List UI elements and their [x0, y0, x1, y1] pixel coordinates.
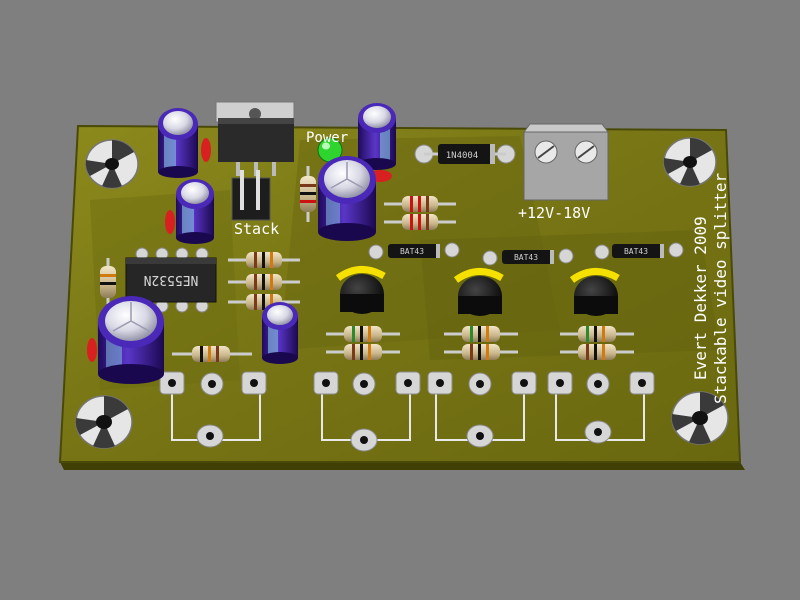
signal-diodes: [368, 242, 684, 266]
resistor: [228, 274, 300, 290]
diode-marking: BAT43: [514, 253, 538, 262]
mounting-hole-icon: [671, 391, 729, 445]
mounting-hole-icon: [75, 395, 133, 449]
voltage-regulator: [215, 101, 295, 176]
resistor: [300, 166, 316, 222]
electrolytic-capacitor: [176, 179, 214, 244]
diode-marking: BAT43: [400, 247, 424, 256]
resistor: [384, 214, 456, 230]
transistor: [569, 268, 620, 316]
electrolytic-capacitor: [262, 302, 298, 364]
signal-diode: [594, 242, 684, 260]
voltage-label: +12V-18V: [518, 204, 590, 222]
board-title-label: Stackable video splitter: [711, 172, 730, 404]
resistor: [560, 326, 634, 342]
transistors: [335, 266, 620, 316]
resistor: [444, 344, 518, 360]
signal-diode: [482, 248, 574, 266]
resistor: [384, 196, 456, 212]
electrolytic-capacitors: [98, 103, 396, 384]
screw-icon: [574, 140, 598, 164]
resistors: [100, 166, 634, 362]
opamp-marking: NE5532N: [144, 272, 199, 287]
resistor: [326, 326, 400, 342]
rectifier-diode: [414, 144, 516, 164]
stack-header: [231, 170, 271, 221]
electrolytic-capacitor: [318, 156, 376, 241]
resistor: [560, 344, 634, 360]
terminal-block: [523, 123, 609, 201]
ceramic-capacitors: [87, 138, 392, 362]
transistor: [335, 266, 386, 314]
electrolytic-capacitor: [358, 103, 396, 170]
screw-icon: [534, 140, 558, 164]
power-label: Power: [306, 130, 348, 146]
signal-diode: [368, 242, 460, 260]
electrolytic-capacitor: [158, 108, 198, 178]
resistor: [100, 258, 116, 304]
transistor: [453, 268, 504, 316]
diode-marking: BAT43: [624, 247, 648, 256]
electrolytic-capacitor: [98, 296, 164, 384]
rectifier-marking: 1N4004: [446, 151, 479, 161]
resistor: [172, 346, 252, 362]
rca-connector-pads: [159, 371, 655, 452]
stack-label: Stack: [234, 220, 279, 238]
resistor: [228, 252, 300, 268]
mounting-hole-icon: [85, 139, 139, 189]
author-label: Evert Dekker 2009: [691, 216, 710, 380]
resistor: [326, 344, 400, 360]
resistor: [444, 326, 518, 342]
mounting-hole-icon: [663, 137, 717, 187]
